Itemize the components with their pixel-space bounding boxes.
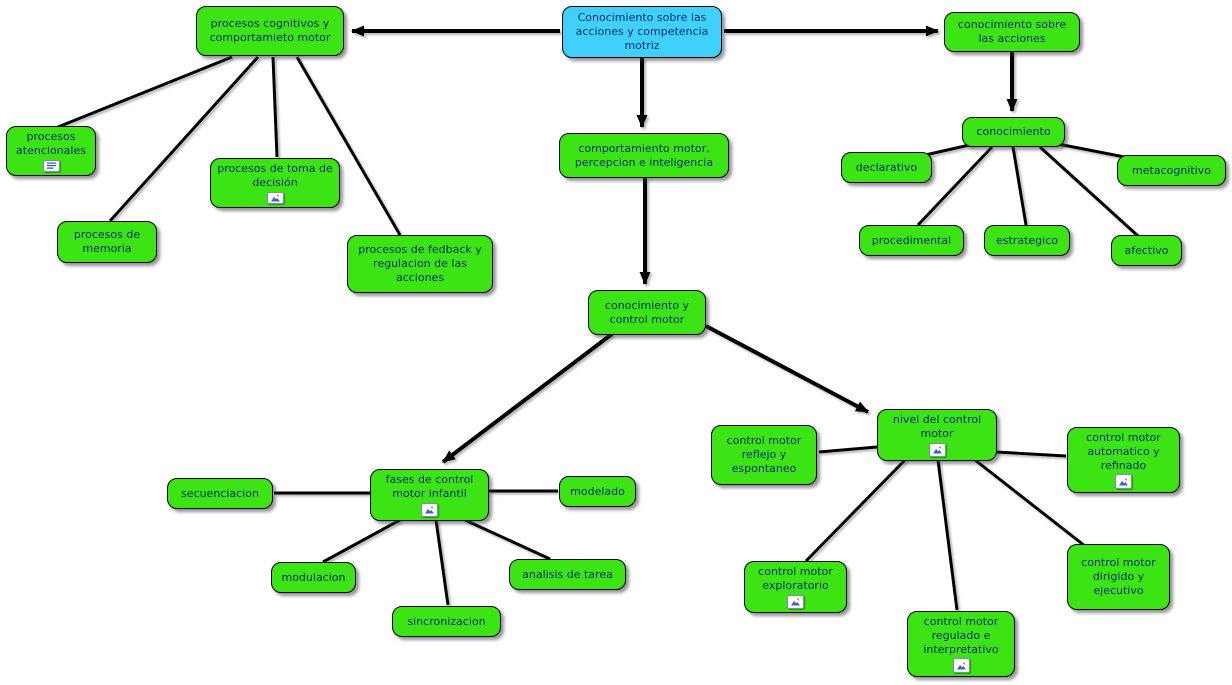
note-resource-icon[interactable] <box>42 159 60 172</box>
node-procesos-fedback[interactable]: procesos de fedback y regulacion de las … <box>347 235 493 293</box>
edge-fases-analisis-tarea <box>464 518 551 561</box>
node-label: modelado <box>570 484 625 498</box>
image-resource-icon[interactable] <box>952 658 970 673</box>
node-comportamiento-motor[interactable]: comportamiento motor, percepcion e intel… <box>559 133 729 178</box>
image-resource-icon[interactable] <box>1115 474 1132 489</box>
node-procedimental[interactable]: procedimental <box>859 225 964 256</box>
node-fases-control-motor[interactable]: fases de control motor infantil <box>370 469 489 521</box>
edge-conocimiento-estrategico <box>1011 146 1028 226</box>
node-analisis-tarea[interactable]: analisis de tarea <box>509 559 626 590</box>
node-declarativo[interactable]: declarativo <box>841 152 932 183</box>
node-label: procesos de toma de decisión <box>217 162 333 189</box>
image-resource-icon[interactable] <box>787 594 804 609</box>
node-control-exploratorio[interactable]: control motor exploratorio <box>744 561 847 613</box>
node-label: fases de control motor infantil <box>385 473 474 500</box>
image-resource-icon[interactable] <box>421 502 438 517</box>
node-label: procedimental <box>871 233 952 247</box>
node-label: control motor automatico y refinado <box>1086 431 1161 472</box>
node-label: analisis de tarea <box>522 567 613 581</box>
node-label: afectivo <box>1124 243 1169 257</box>
node-label: secuenciacion <box>181 486 259 500</box>
node-procesos-memoria[interactable]: procesos de memoria <box>57 221 157 263</box>
node-metacognitivo[interactable]: metacognitivo <box>1117 155 1226 186</box>
edge-fases-sincronizacion <box>434 519 450 606</box>
node-label: procesos de memoria <box>73 228 141 255</box>
node-control-regulado[interactable]: control motor regulado e interpretativo <box>907 611 1015 677</box>
edge-nivel-reflejo <box>818 445 878 454</box>
node-label: procesos cognitivos y comportamieto moto… <box>209 17 331 44</box>
edge-cognitivos-toma-decision <box>271 56 279 158</box>
node-procesos-atencionales[interactable]: procesos atencionales <box>6 126 96 176</box>
node-secuenciacion[interactable]: secuenciacion <box>167 478 273 509</box>
edge-nivel-exploratorio <box>804 458 907 563</box>
node-afectivo[interactable]: afectivo <box>1111 235 1182 266</box>
edge-nivel-automatico <box>995 450 1067 458</box>
node-modulacion[interactable]: modulacion <box>271 562 356 593</box>
node-label: sincronizacion <box>407 614 486 628</box>
node-modelado[interactable]: modelado <box>559 476 636 507</box>
node-estrategico[interactable]: estrategico <box>984 225 1070 256</box>
node-label: conocimiento <box>976 125 1051 139</box>
node-label: comportamiento motor, percepcion e intel… <box>574 141 714 169</box>
node-label: metacognitivo <box>1132 163 1211 177</box>
edge-cognitivos-fedback <box>295 56 402 236</box>
image-resource-icon[interactable] <box>266 191 284 204</box>
node-label: procesos atencionales <box>16 130 86 157</box>
node-label: nivel del control motor <box>892 413 982 440</box>
edge-cognitivos-memoria <box>108 55 260 223</box>
node-procesos-cognitivos[interactable]: procesos cognitivos y comportamieto moto… <box>196 6 344 56</box>
node-conocimiento-control-motor[interactable]: conocimiento y control motor <box>588 290 706 335</box>
node-conocimiento[interactable]: conocimiento <box>962 117 1065 147</box>
edge-conocimiento-procedimental <box>916 145 994 227</box>
node-label: modulacion <box>281 570 346 584</box>
node-label: conocimiento sobre las acciones <box>957 18 1067 45</box>
node-conocimiento-sobre-acciones[interactable]: conocimiento sobre las acciones <box>944 12 1080 52</box>
node-control-reflejo[interactable]: control motor reflejo y espontaneo <box>711 425 817 485</box>
node-nivel-control-motor[interactable]: nivel del control motor <box>877 409 997 461</box>
edge-fases-modulacion <box>322 518 401 564</box>
edge-control-fases <box>441 332 614 464</box>
node-label: control motor exploratorio <box>758 565 833 592</box>
node-label: estrategico <box>996 233 1058 247</box>
node-control-dirigido[interactable]: control motor dirigido y ejecutivo <box>1067 544 1170 610</box>
node-label: control motor dirigido y ejecutivo <box>1081 556 1156 597</box>
node-control-automatico[interactable]: control motor automatico y refinado <box>1067 427 1180 493</box>
edge-nivel-dirigido <box>974 458 1086 548</box>
node-root-concept[interactable]: Conocimiento sobre las acciones y compet… <box>562 6 722 58</box>
edge-cognitivos-atencionales <box>57 55 233 129</box>
image-resource-icon[interactable] <box>928 442 946 457</box>
edge-conocimiento-afectivo <box>1038 145 1140 238</box>
node-label: control motor reflejo y espontaneo <box>726 434 802 475</box>
node-label: control motor regulado e interpretativo <box>923 615 999 656</box>
node-label: Conocimiento sobre las acciones y compet… <box>575 11 709 52</box>
edge-nivel-regulado <box>936 459 959 611</box>
node-label: declarativo <box>855 160 918 174</box>
edge-control-nivel <box>705 324 869 414</box>
node-label: conocimiento y control motor <box>604 298 690 326</box>
node-label: procesos de fedback y regulacion de las … <box>358 243 482 284</box>
node-sincronizacion[interactable]: sincronizacion <box>392 606 501 637</box>
node-procesos-toma-decision[interactable]: procesos de toma de decisión <box>210 158 340 208</box>
